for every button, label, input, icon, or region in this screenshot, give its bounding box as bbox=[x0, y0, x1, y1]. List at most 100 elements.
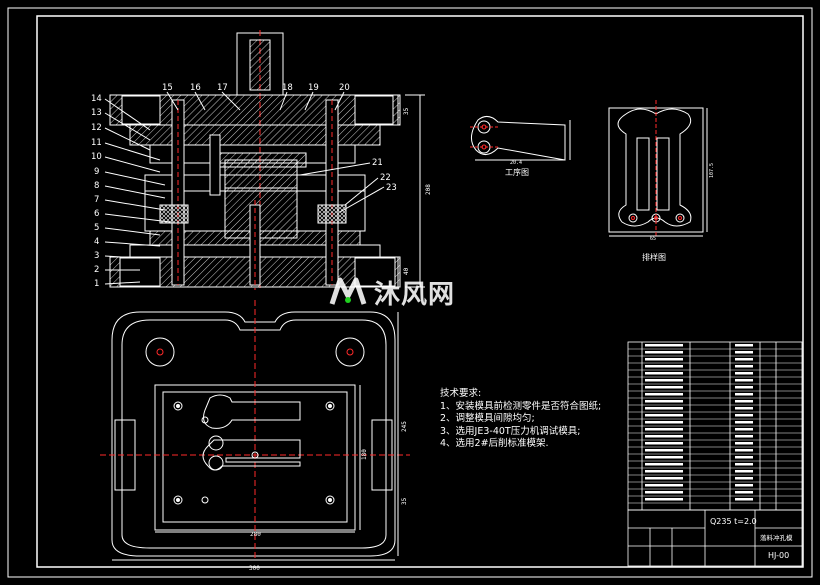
part-num: 10 bbox=[91, 152, 102, 162]
parts-list-entry-mark bbox=[645, 414, 683, 417]
parts-list-rows bbox=[628, 344, 802, 504]
part-num: 7 bbox=[94, 195, 99, 205]
parts-list-entry-mark bbox=[735, 421, 753, 424]
part-num: 20 bbox=[339, 83, 350, 93]
workpiece-drawing bbox=[470, 116, 571, 161]
dim-height-bottom: 40 bbox=[403, 267, 410, 275]
parts-list-entry-mark bbox=[735, 470, 753, 473]
parts-list-entry-mark bbox=[735, 449, 753, 452]
parts-list-entry-mark bbox=[645, 442, 683, 445]
parts-list-entry-mark bbox=[645, 372, 683, 375]
dim-strip-height: 107.5 bbox=[709, 163, 715, 178]
dim-height-top: 35 bbox=[403, 107, 410, 115]
dim-width-inner: 280 bbox=[250, 531, 261, 538]
parts-list-entry-mark bbox=[735, 372, 753, 375]
parts-list-entry-mark bbox=[735, 484, 753, 487]
technical-requirements-title: 技术要求: bbox=[440, 388, 482, 399]
part-cutout bbox=[203, 394, 301, 429]
layout-caption: 排样图 bbox=[642, 252, 666, 262]
dim-part-width: 20.4 bbox=[510, 160, 522, 166]
parts-list-entry-mark bbox=[645, 393, 683, 396]
part-num: 11 bbox=[91, 138, 102, 148]
leader-lines-left bbox=[104, 98, 171, 285]
parts-list-entry-mark bbox=[735, 428, 753, 431]
leader-lines-top bbox=[166, 91, 345, 111]
parts-list-entry-mark bbox=[645, 470, 683, 473]
inner-frame bbox=[36, 15, 804, 568]
guide-hole-right bbox=[335, 337, 365, 367]
part-num: 17 bbox=[217, 83, 228, 93]
parts-list-entry-mark bbox=[735, 407, 753, 410]
punch-block bbox=[224, 159, 298, 189]
dim-plan-inner: 180 bbox=[361, 449, 368, 460]
dim-plan-height: 245 bbox=[401, 421, 408, 432]
parts-list-entry-mark bbox=[645, 477, 683, 480]
parts-list-entry-mark bbox=[735, 414, 753, 417]
dim-height-main: 208 bbox=[425, 184, 432, 195]
watermark-logo-icon bbox=[329, 277, 367, 305]
dim-plan-lower: 35 bbox=[401, 497, 408, 505]
parts-list-entry-mark bbox=[735, 435, 753, 438]
strip-layout bbox=[608, 100, 708, 237]
dim-strip-width: 65 bbox=[650, 236, 656, 242]
parts-list-entry-mark bbox=[735, 498, 753, 501]
parts-list-entry-mark bbox=[645, 351, 683, 354]
dim-width-outer: 300 bbox=[249, 565, 260, 572]
title-block-part-name: 落料冲孔模 bbox=[760, 533, 793, 542]
parts-list-entry-mark bbox=[645, 428, 683, 431]
part-numbers-top: 15 16 17 18 19 20 bbox=[162, 83, 350, 93]
title-block bbox=[627, 509, 803, 567]
watermark-text: 沐风网 bbox=[374, 279, 456, 310]
part-num: 15 bbox=[162, 83, 173, 93]
outer-frame bbox=[7, 7, 813, 578]
part-num: 14 bbox=[91, 94, 102, 104]
part-num: 9 bbox=[94, 167, 99, 177]
part-num: 13 bbox=[91, 108, 102, 118]
part-num: 5 bbox=[94, 223, 99, 233]
parts-list-entry-mark bbox=[735, 463, 753, 466]
strip-part-shape bbox=[617, 108, 692, 227]
parts-list-entry-mark bbox=[645, 358, 683, 361]
parts-list-entry-mark bbox=[735, 365, 753, 368]
title-block-drawing-number: HJ-00 bbox=[768, 551, 789, 560]
parts-list-entry-mark bbox=[645, 484, 683, 487]
part-num: 6 bbox=[94, 209, 99, 219]
parts-list-entry-mark bbox=[645, 449, 683, 452]
parts-list-entry-mark bbox=[735, 386, 753, 389]
title-block-material: Q235 t=2.0 bbox=[710, 517, 757, 526]
spring-right bbox=[317, 204, 347, 224]
part-num: 18 bbox=[282, 83, 293, 93]
parts-list-entry-mark bbox=[645, 365, 683, 368]
parts-list-entry-mark bbox=[735, 477, 753, 480]
parts-list-entry-mark bbox=[645, 498, 683, 501]
parts-list-entry-mark bbox=[645, 407, 683, 410]
parts-list-entry-mark bbox=[735, 491, 753, 494]
part-num: 12 bbox=[91, 123, 102, 133]
section-view bbox=[104, 30, 425, 290]
parts-list-entry-mark bbox=[645, 421, 683, 424]
part-num: 8 bbox=[94, 181, 99, 191]
parts-list-entry-mark bbox=[735, 379, 753, 382]
parts-list-entry-mark bbox=[735, 442, 753, 445]
plan-outline bbox=[111, 311, 396, 557]
parts-list-entry-mark bbox=[645, 435, 683, 438]
parts-list-entry-mark bbox=[735, 456, 753, 459]
workpiece-caption: 工序图 bbox=[505, 167, 529, 177]
parts-list-entry-mark bbox=[735, 358, 753, 361]
parts-list-entry-mark bbox=[645, 400, 683, 403]
requirement-item: 1、安装模具前检测零件是否符合图纸; bbox=[440, 400, 602, 412]
screw-holes bbox=[173, 401, 335, 505]
parts-list-entry-mark bbox=[645, 491, 683, 494]
part-num: 1 bbox=[94, 279, 99, 289]
requirement-item: 3、选用JE3-40T压力机调试模具; bbox=[440, 425, 581, 437]
parts-list-entry-mark bbox=[645, 463, 683, 466]
part-num: 16 bbox=[190, 83, 201, 93]
part-numbers-left: 14 13 12 11 10 9 8 7 6 5 4 3 2 1 bbox=[91, 94, 102, 289]
plan-view bbox=[100, 300, 410, 561]
parts-list-entry-mark bbox=[735, 344, 753, 347]
requirement-item: 4、选用2#后削标准模架. bbox=[440, 438, 549, 449]
dim-lines-right bbox=[397, 94, 425, 288]
part-num: 22 bbox=[380, 173, 391, 183]
spring-left bbox=[159, 204, 189, 224]
